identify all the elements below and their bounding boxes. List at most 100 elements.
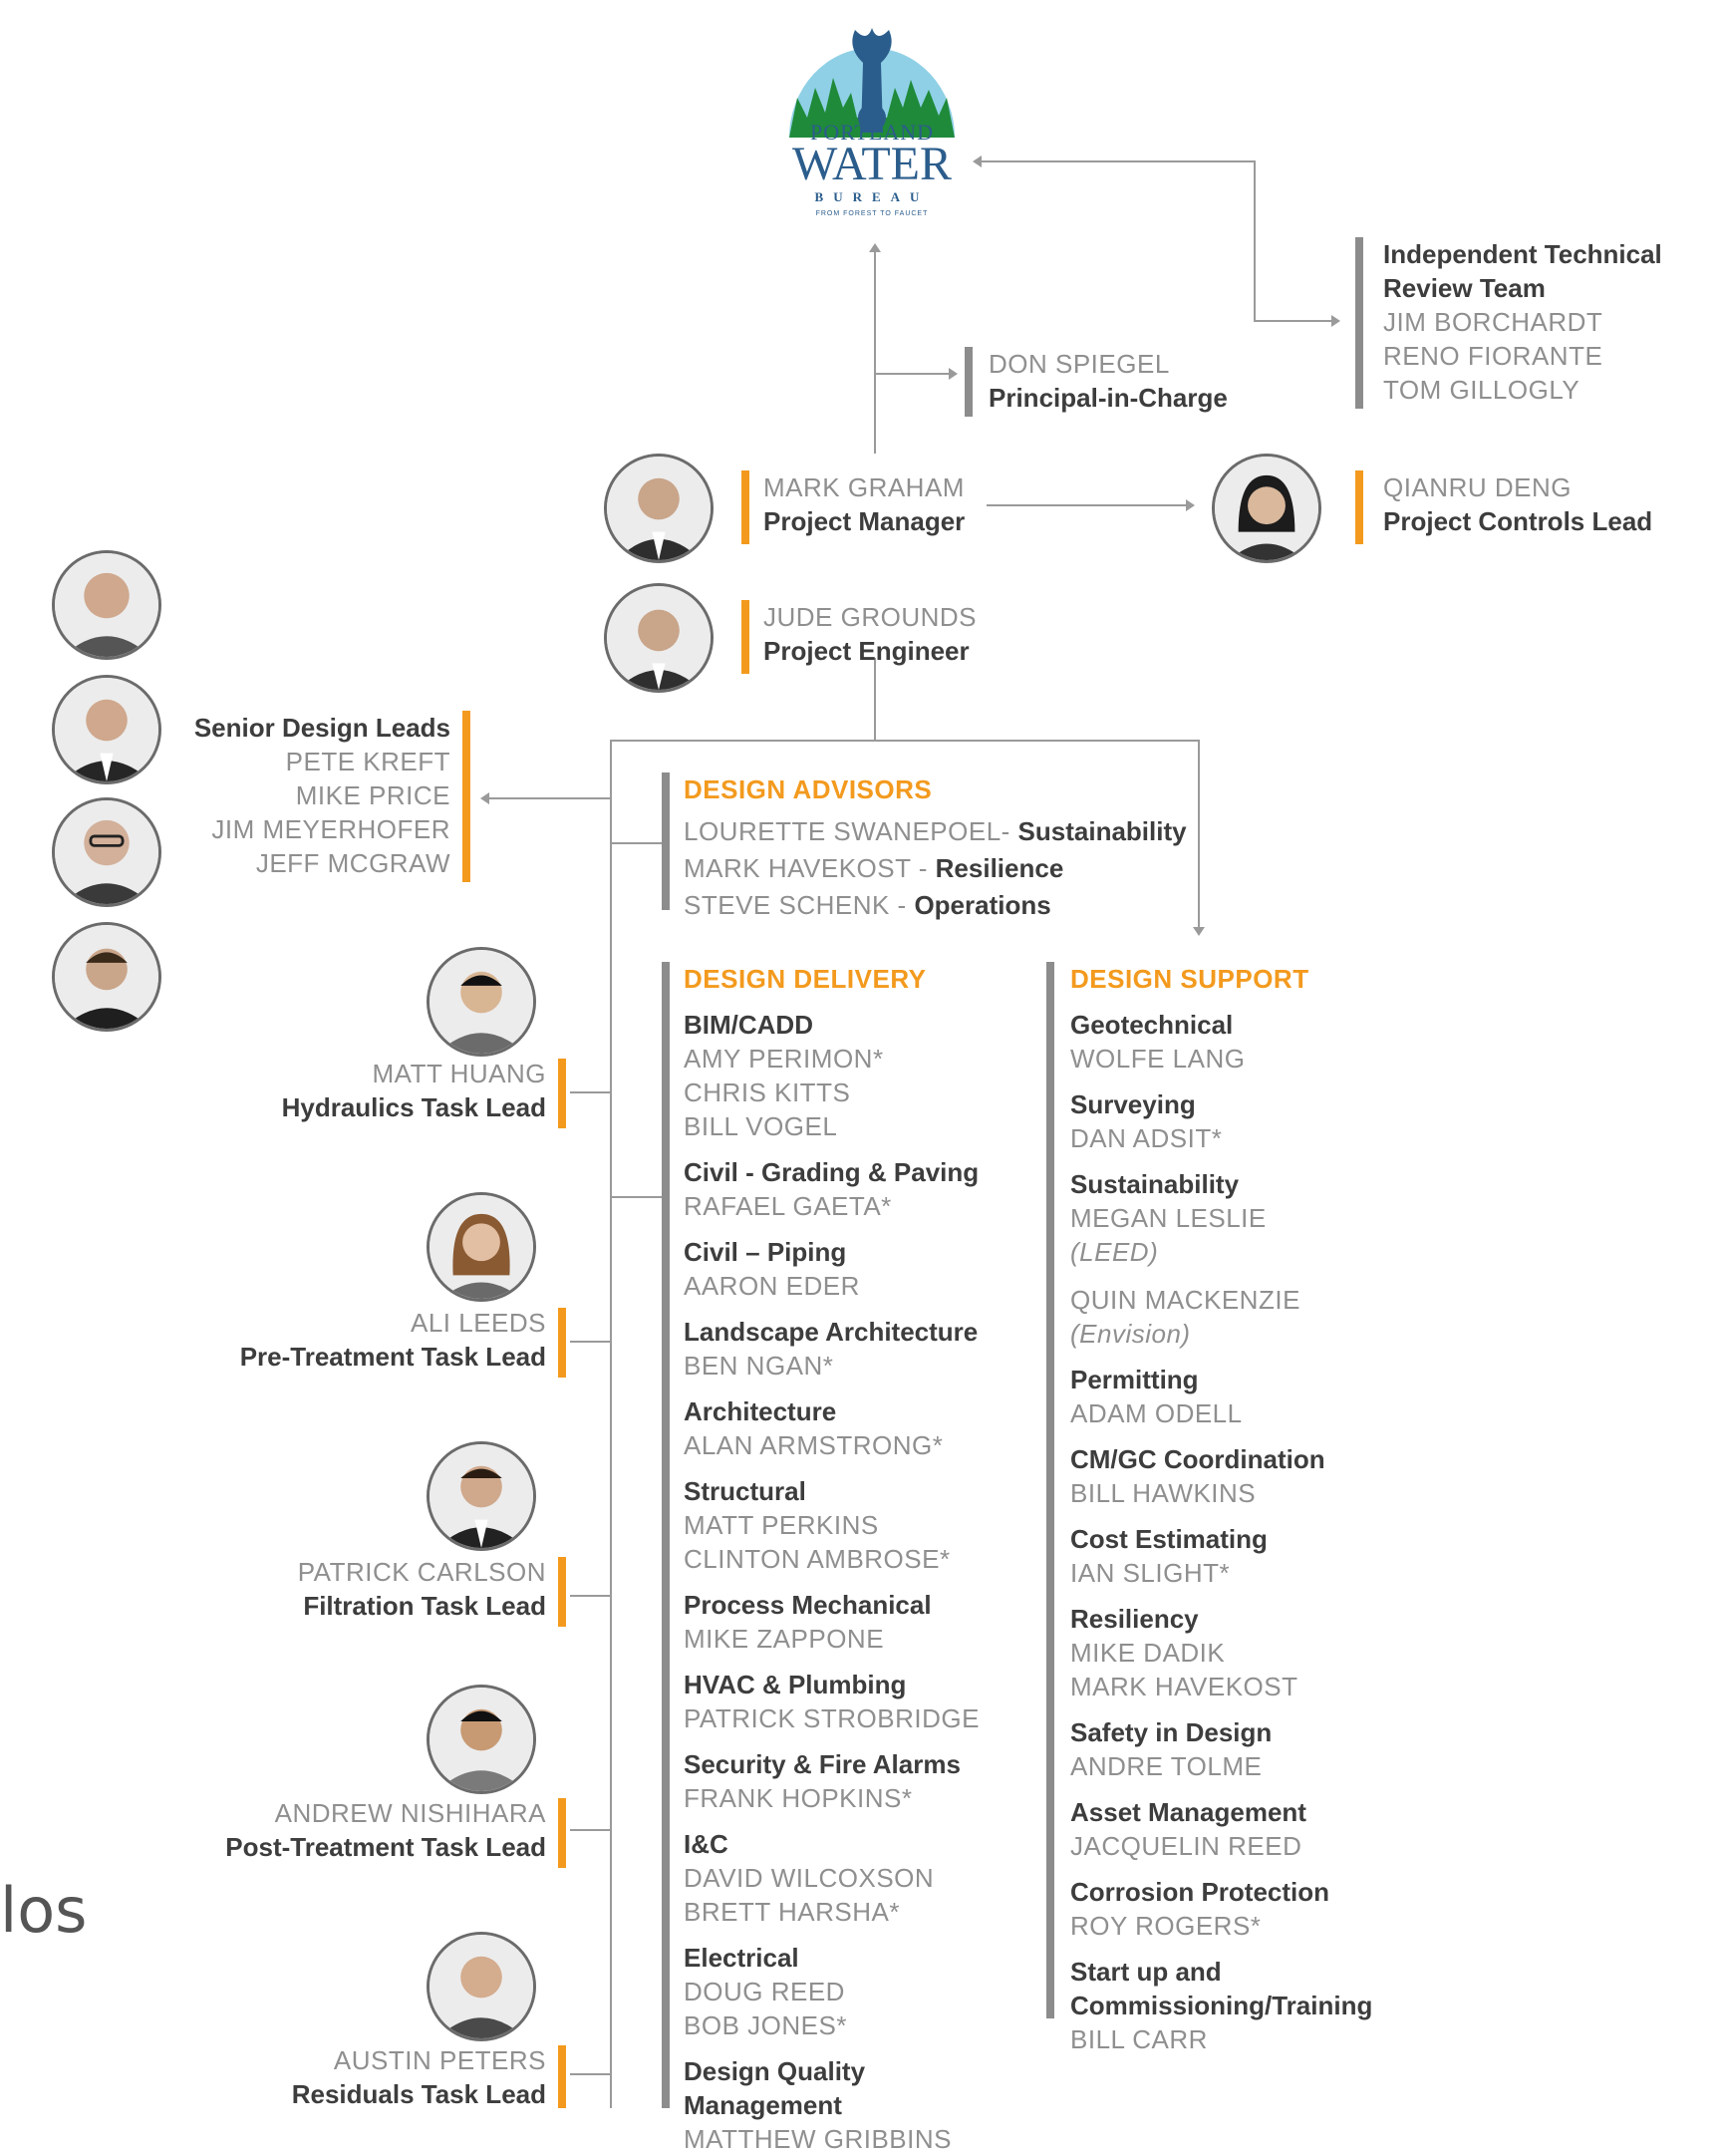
logo-line3: BUREAU bbox=[814, 189, 930, 204]
member-name: BILL CARR bbox=[1070, 2024, 1208, 2054]
project-engineer: JUDE GROUNDS Project Engineer bbox=[763, 600, 977, 668]
pcl-bar bbox=[1355, 470, 1363, 544]
pe-avatar bbox=[604, 583, 714, 693]
member-name: ALAN ARMSTRONG* bbox=[684, 1430, 944, 1460]
task-lead-bar bbox=[558, 1557, 566, 1627]
member-name: ANDRE TOLME bbox=[1070, 1751, 1263, 1781]
itr-title-2: Review Team bbox=[1383, 273, 1546, 303]
member-name: IAN SLIGHT* bbox=[1070, 1558, 1231, 1588]
task-lead-avatar bbox=[427, 1441, 536, 1551]
advisors-bar bbox=[662, 772, 670, 910]
task-lead-role: Residuals Task Lead bbox=[291, 2079, 546, 2109]
pe-bar bbox=[741, 600, 749, 674]
member-name: CLINTON AMBROSE* bbox=[684, 1544, 951, 1574]
task-lead-bar bbox=[558, 1798, 566, 1868]
group-label: HVAC & Plumbing bbox=[684, 1670, 907, 1699]
task-lead-bar bbox=[558, 1308, 566, 1378]
pm-avatar bbox=[604, 454, 714, 563]
task-lead-avatar bbox=[427, 1685, 536, 1794]
task-lead: AUSTIN PETERS Residuals Task Lead bbox=[179, 2043, 546, 2111]
member-name: ADAM ODELL bbox=[1070, 1398, 1243, 1428]
task-lead-avatar bbox=[427, 947, 536, 1057]
group-label: Civil – Piping bbox=[684, 1237, 847, 1267]
group-label: Permitting bbox=[1070, 1365, 1199, 1394]
advisor-row: LOURETTE SWANEPOEL- Sustainability bbox=[684, 816, 1187, 846]
member-name: CHRIS KITTS bbox=[684, 1078, 851, 1107]
task-lead-name: AUSTIN PETERS bbox=[333, 2045, 546, 2075]
pcl-role: Project Controls Lead bbox=[1383, 506, 1653, 536]
group-label: Security & Fire Alarms bbox=[684, 1749, 961, 1779]
member-name: JACQUELIN REED bbox=[1070, 1831, 1302, 1861]
itr-title-1: Independent Technical bbox=[1383, 239, 1662, 269]
task-lead-avatar bbox=[427, 1192, 536, 1302]
task-lead-name: PATRICK CARLSON bbox=[297, 1557, 546, 1587]
advisors-title: DESIGN ADVISORS bbox=[684, 774, 933, 804]
sdl-title: Senior Design Leads bbox=[193, 713, 450, 743]
logo-tagline: FROM FOREST TO FAUCET bbox=[815, 210, 929, 217]
task-lead-role: Pre-Treatment Task Lead bbox=[239, 1342, 546, 1372]
logo-line2: WATER bbox=[792, 138, 952, 190]
portland-water-bureau-logo: PORTLAND WATER BUREAU FROM FOREST TO FAU… bbox=[777, 8, 967, 222]
member-name: BILL HAWKINS bbox=[1070, 1478, 1257, 1508]
member-name: MEGAN LESLIE bbox=[1070, 1203, 1267, 1233]
group-label: Resiliency bbox=[1070, 1604, 1199, 1634]
logo-line1: PORTLAND bbox=[809, 120, 934, 145]
pic-role: Principal-in-Charge bbox=[989, 383, 1228, 413]
group-label: CM/GC Coordination bbox=[1070, 1444, 1325, 1474]
delivery-bar bbox=[662, 962, 670, 2108]
pic-bar bbox=[965, 347, 973, 417]
itr-member: JIM BORCHARDT bbox=[1383, 307, 1603, 337]
task-lead-bar bbox=[558, 1059, 566, 1128]
task-lead-name: ALI LEEDS bbox=[410, 1308, 546, 1338]
group-label: Civil - Grading & Paving bbox=[684, 1157, 980, 1187]
sdl-bar bbox=[462, 711, 470, 882]
group-label: Sustainability bbox=[1070, 1169, 1240, 1199]
task-lead-avatar bbox=[427, 1932, 536, 2041]
task-lead-bar bbox=[558, 2045, 566, 2108]
group-label: Electrical bbox=[684, 1943, 799, 1973]
project-manager: MARK GRAHAM Project Manager bbox=[763, 470, 965, 538]
advisor-row: MARK HAVEKOST - Resilience bbox=[684, 853, 1064, 883]
sdl-member: MIKE PRICE bbox=[295, 780, 450, 810]
member-name: FRANK HOPKINS* bbox=[684, 1783, 913, 1813]
task-lead-role: Hydraulics Task Lead bbox=[281, 1092, 546, 1122]
group-label: Process Mechanical bbox=[684, 1590, 932, 1620]
group-label: Commissioning/Training bbox=[1070, 1991, 1373, 2020]
design-advisors: DESIGN ADVISORS LOURETTE SWANEPOEL- Sust… bbox=[684, 772, 1187, 925]
pm-name: MARK GRAHAM bbox=[763, 472, 965, 502]
group-label: Geotechnical bbox=[1070, 1010, 1234, 1040]
support-bar bbox=[1046, 962, 1054, 2018]
pe-name: JUDE GROUNDS bbox=[763, 602, 978, 632]
itr-bar bbox=[1355, 237, 1363, 409]
group-label: Surveying bbox=[1070, 1089, 1196, 1119]
pcl-avatar bbox=[1212, 454, 1321, 563]
group-label: Asset Management bbox=[1070, 1797, 1306, 1827]
advisor-row: STEVE SCHENK - Operations bbox=[684, 890, 1051, 920]
group-label: Start up and bbox=[1070, 1957, 1222, 1987]
support-title: DESIGN SUPPORT bbox=[1070, 964, 1309, 994]
member-name: WOLFE LANG bbox=[1070, 1044, 1246, 1074]
group-label: Corrosion Protection bbox=[1070, 1877, 1330, 1907]
itr-member: RENO FIORANTE bbox=[1383, 341, 1603, 371]
member-name: QUIN MACKENZIE bbox=[1070, 1285, 1300, 1315]
pcl-name: QIANRU DENG bbox=[1383, 472, 1572, 502]
member-name: PATRICK STROBRIDGE bbox=[684, 1703, 980, 1733]
member-name: BOB JONES* bbox=[684, 2010, 847, 2040]
group-label: Management bbox=[684, 2090, 842, 2120]
member-name: DAVID WILCOXSON bbox=[684, 1863, 935, 1893]
member-name: BEN NGAN* bbox=[684, 1351, 834, 1381]
task-lead-role: Post-Treatment Task Lead bbox=[225, 1832, 546, 1862]
delivery-title: DESIGN DELIVERY bbox=[684, 964, 927, 994]
group-label: Safety in Design bbox=[1070, 1717, 1273, 1747]
senior-design-leads: Senior Design Leads PETE KREFT MIKE PRIC… bbox=[159, 711, 450, 880]
member-name: ROY ROGERS* bbox=[1070, 1911, 1262, 1941]
member-name: MATTHEW GRIBBINS bbox=[684, 2124, 952, 2154]
group-label: Structural bbox=[684, 1476, 806, 1506]
sdl-avatar-4 bbox=[52, 922, 161, 1032]
sdl-avatar-2 bbox=[52, 675, 161, 784]
sdl-avatar-1 bbox=[52, 550, 161, 660]
task-lead-name: MATT HUANG bbox=[372, 1059, 546, 1088]
member-name bbox=[1070, 1269, 1372, 1283]
member-name: MIKE DADIK bbox=[1070, 1638, 1226, 1668]
sdl-member: PETE KREFT bbox=[285, 747, 450, 776]
